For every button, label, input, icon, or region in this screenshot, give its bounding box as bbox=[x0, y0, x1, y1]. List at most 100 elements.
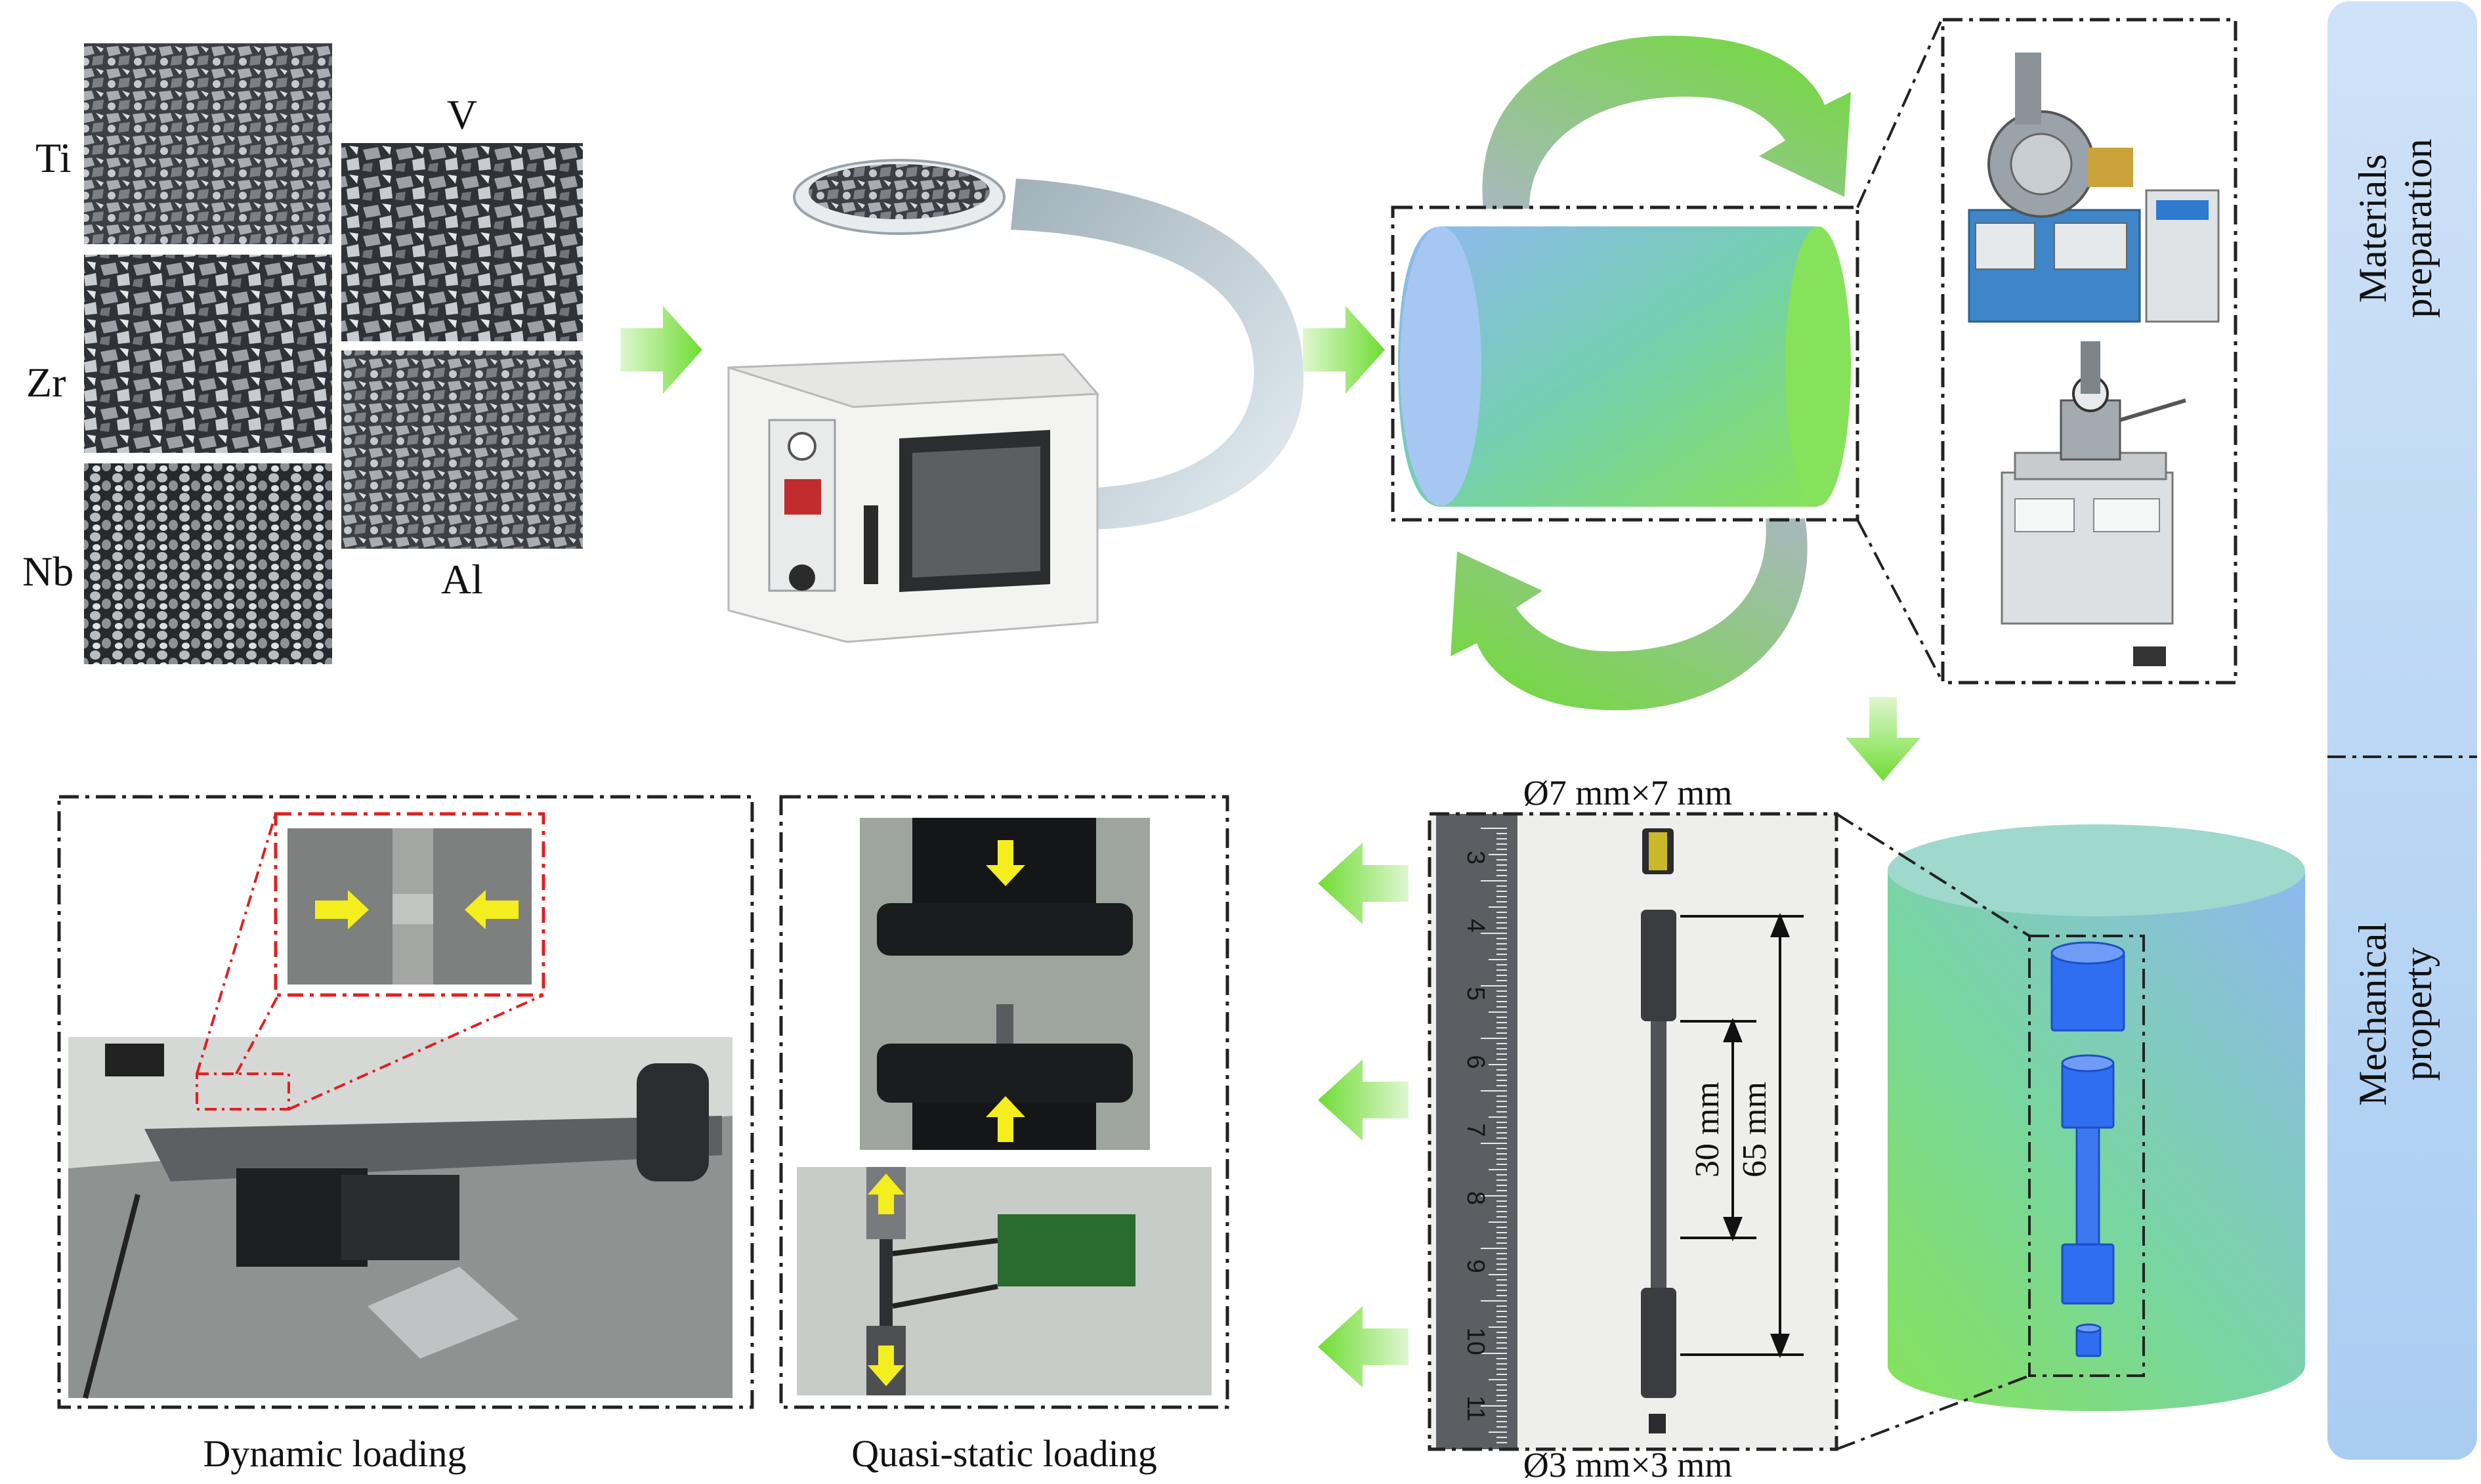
cut-callout-top bbox=[1835, 813, 2031, 937]
callout-line-top bbox=[1856, 19, 1943, 208]
petri-dish-pellets bbox=[809, 164, 990, 219]
remelt-arrow-bottom bbox=[1451, 519, 1808, 711]
arrow-to-test-3 bbox=[1318, 1306, 1409, 1388]
label-al: Al bbox=[441, 556, 483, 603]
zoom-inset-frame bbox=[274, 812, 545, 997]
ingot-dashed-frame bbox=[1391, 205, 1859, 522]
load-arrow-down-icon bbox=[986, 840, 1025, 886]
small-specimen-dim: Ø3 mm×3 mm bbox=[1523, 1445, 1732, 1484]
al-photo bbox=[341, 350, 583, 549]
arrow-drying-to-melting bbox=[1303, 306, 1385, 394]
remelt-arrow-top bbox=[1482, 35, 1851, 209]
side-panel-bar bbox=[2327, 1, 2477, 1460]
dimension-lines bbox=[1680, 912, 1804, 1359]
total-length-label: 65 mm bbox=[1736, 1082, 1773, 1177]
ruler-ticks bbox=[1481, 828, 1507, 1443]
cut-dashed-frame bbox=[2028, 935, 2145, 1377]
v-photo bbox=[341, 143, 583, 341]
quasi-static-dashed-frame bbox=[779, 795, 1229, 1409]
dynamic-caption: Dynamic loading bbox=[203, 1432, 466, 1475]
side-label-property: property bbox=[2396, 947, 2440, 1080]
callout-line-bottom bbox=[1856, 519, 1943, 681]
impact-arrow-left-icon bbox=[465, 890, 519, 929]
compression-specimen-large-highlight bbox=[1649, 832, 1667, 870]
high-speed-camera bbox=[105, 1044, 164, 1076]
arrow-elements-to-drying bbox=[620, 306, 702, 394]
arrow-melting-to-machining bbox=[1846, 697, 1920, 781]
arc-melting-furnace bbox=[1968, 53, 2220, 323]
oven-handle bbox=[864, 505, 878, 584]
compression-sample bbox=[996, 1004, 1013, 1044]
label-v: V bbox=[447, 91, 477, 138]
cut-callout-bottom bbox=[1836, 1374, 2030, 1451]
gas-cylinder bbox=[637, 1063, 709, 1181]
cut-ingot-top-face bbox=[1888, 824, 2305, 916]
ruler-tick-label: 4 bbox=[1462, 919, 1489, 933]
impact-arrow-right-icon bbox=[315, 890, 369, 929]
zoom-source-box bbox=[196, 1072, 290, 1111]
quasi-static-loading: Quasi-static loading bbox=[779, 795, 1229, 1475]
vacuum-oven bbox=[727, 353, 1100, 643]
ruler-tick-label: 9 bbox=[1462, 1260, 1489, 1273]
ruler-tick-label: 3 bbox=[1462, 851, 1489, 864]
label-zr: Zr bbox=[26, 359, 66, 406]
arrow-to-test-2 bbox=[1318, 1059, 1409, 1141]
ruler-tick-label: 11 bbox=[1462, 1395, 1489, 1421]
zr-photo bbox=[84, 255, 332, 453]
lower-platen-flange bbox=[877, 1044, 1133, 1103]
tensile-sample bbox=[880, 1239, 893, 1326]
zoom-line-right bbox=[288, 994, 544, 1111]
side-panel: Materials preparation Mechanical propert… bbox=[2327, 1, 2477, 1460]
melting-stage bbox=[1391, 19, 1943, 711]
side-label-mechanical: Mechanical bbox=[2351, 922, 2394, 1106]
suction-casting-furnace bbox=[2001, 341, 2186, 666]
side-label-preparation: preparation bbox=[2396, 138, 2440, 318]
large-specimen-dim: Ø7 mm×7 mm bbox=[1523, 773, 1732, 813]
zoom-line-left bbox=[196, 813, 277, 1074]
furnace-equipment bbox=[1941, 18, 2237, 685]
nb-photo bbox=[84, 463, 332, 664]
upper-platen-flange bbox=[877, 903, 1133, 956]
tension-arrow-down-icon bbox=[868, 1346, 904, 1386]
raw-elements: Ti Zr Nb V Al bbox=[22, 43, 583, 664]
dynamic-dashed-frame bbox=[57, 795, 754, 1409]
laptop bbox=[368, 1267, 519, 1359]
ingot-body bbox=[1398, 226, 1818, 507]
dynamic-sample bbox=[392, 894, 433, 924]
ti-photo bbox=[84, 43, 332, 244]
label-ti: Ti bbox=[35, 135, 72, 181]
quasi-static-caption: Quasi-static loading bbox=[851, 1432, 1157, 1475]
oven-gauge bbox=[788, 432, 816, 461]
oven-chamber bbox=[912, 446, 1040, 578]
ingot-end-face bbox=[1400, 226, 1481, 506]
ruler-tick-label: 6 bbox=[1462, 1055, 1489, 1069]
side-label-materials: Materials bbox=[2351, 154, 2394, 303]
monitor bbox=[341, 1175, 459, 1260]
tensile-thread-bottom bbox=[1641, 1288, 1676, 1398]
ingot-far-end bbox=[1785, 226, 1851, 506]
ruler-tick-label: 8 bbox=[1462, 1191, 1489, 1205]
oven-display bbox=[784, 479, 821, 515]
dynamic-loading: Dynamic loading bbox=[57, 795, 754, 1475]
ruler-tick-label: 7 bbox=[1462, 1123, 1489, 1137]
drying-stage bbox=[727, 159, 1304, 643]
tension-arrow-up-icon bbox=[868, 1174, 904, 1214]
zoom-line-mid bbox=[235, 994, 280, 1074]
arrow-to-test-1 bbox=[1318, 843, 1409, 924]
load-arrow-up-icon bbox=[986, 1096, 1025, 1142]
compression-specimen-small bbox=[1649, 1414, 1666, 1433]
tensile-gauge bbox=[1651, 1021, 1666, 1288]
ruler-tick-label: 5 bbox=[1462, 987, 1489, 1001]
cut-specimen-shapes bbox=[2050, 941, 2125, 1357]
specimen-dashed-frame bbox=[1428, 812, 1838, 1451]
extensometer-arm-bottom bbox=[892, 1284, 998, 1309]
camera-tripod bbox=[83, 1194, 140, 1399]
extensometer-arm-top bbox=[892, 1238, 998, 1256]
gauge-length-label: 30 mm bbox=[1689, 1082, 1726, 1177]
ingot-cutting-plan bbox=[1835, 813, 2305, 1451]
pressure-bar-rail bbox=[144, 1116, 722, 1181]
swoosh-arrow bbox=[1011, 179, 1304, 530]
